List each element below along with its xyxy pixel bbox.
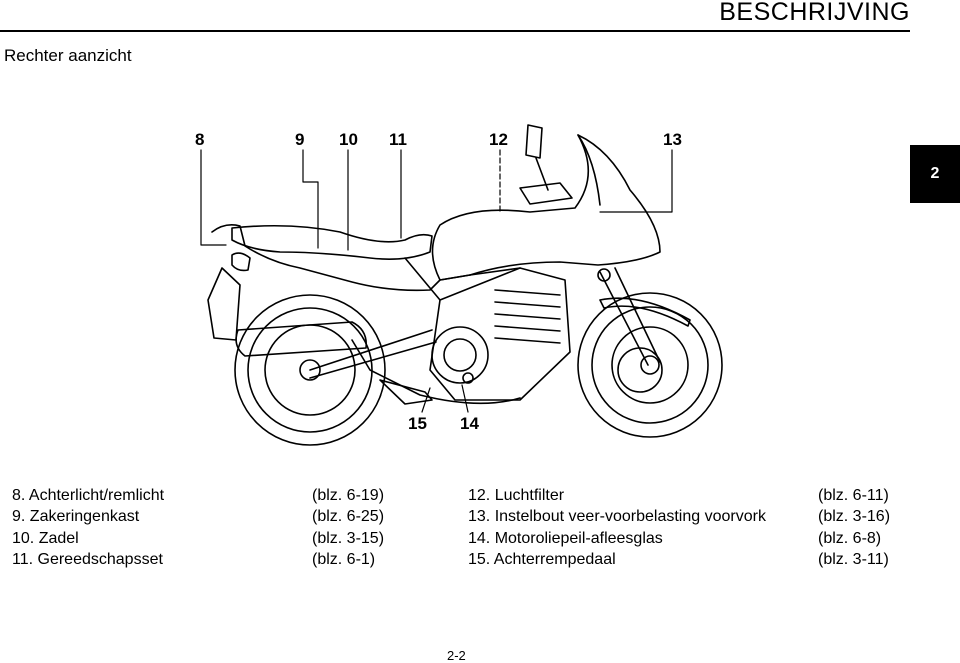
page-number: 2-2 [447, 648, 466, 663]
legend-item-14: 14. Motoroliepeil-afleesglas (blz. 6-8) [468, 528, 908, 549]
legend-item-page-ref: (blz. 6-8) [818, 529, 882, 547]
chapter-tab: 2 [910, 145, 960, 203]
legend-item-page-ref: (blz. 3-15) [312, 529, 385, 547]
legend-item-label: 14. Motoroliepeil-afleesglas [468, 529, 663, 547]
legend-item-label: 11. Gereedschapsset [12, 550, 163, 568]
exhaust-pipe [351, 339, 521, 405]
legend-item-8: 8. Achterlicht/remlicht (blz. 6-19) [12, 485, 402, 506]
callout-15: 15 [408, 414, 427, 433]
legend-item-13: 13. Instelbout veer-voorbelasting voorvo… [468, 506, 908, 527]
legend-item-11: 11. Gereedschapsset (blz. 6-1) [12, 549, 402, 570]
callout-11: 11 [389, 130, 407, 149]
legend-item-9: 9. Zakeringenkast (blz. 6-25) [12, 506, 402, 527]
frame [309, 257, 521, 379]
rear-wheel [234, 294, 386, 446]
rear-mudguard [207, 267, 241, 341]
tail-light [231, 252, 251, 272]
legend-item-12: 12. Luchtfilter (blz. 6-11) [468, 485, 908, 506]
seat [231, 224, 433, 260]
callout-10: 10 [339, 130, 358, 149]
leader-lines [200, 149, 673, 413]
front-fender [599, 297, 691, 327]
callout-13: 13 [663, 130, 682, 149]
legend-item-label: 9. Zakeringenkast [12, 508, 140, 526]
callout-9: 9 [295, 130, 305, 149]
legend-item-page-ref: (blz. 3-16) [818, 508, 891, 526]
rear-brake-pedal [379, 379, 433, 405]
windscreen [577, 134, 601, 206]
callout-14: 14 [460, 414, 479, 433]
exhaust-muffler [235, 321, 368, 357]
legend-item-page-ref: (blz. 6-19) [312, 487, 385, 504]
chapter-header-title: BESCHRIJVING [719, 0, 910, 26]
legend-item-page-ref: (blz. 3-11) [818, 550, 889, 568]
legend-item-page-ref: (blz. 6-25) [312, 508, 385, 526]
fairing [431, 134, 661, 281]
chapter-tab-number: 2 [930, 165, 940, 182]
mirror [525, 124, 549, 191]
legend-item-10: 10. Zadel (blz. 3-15) [12, 528, 402, 549]
legend-item-label: 15. Achterrempedaal [468, 550, 616, 568]
legend-left-column: 8. Achterlicht/remlicht (blz. 6-19) 9. Z… [12, 485, 402, 570]
legend-right-column: 12. Luchtfilter (blz. 6-11) 13. Instelbo… [468, 485, 908, 570]
legend-item-label: 8. Achterlicht/remlicht [12, 487, 165, 504]
callout-8: 8 [195, 130, 205, 149]
front-wheel [577, 292, 723, 438]
tail-section [211, 224, 471, 292]
legend-item-label: 13. Instelbout veer-voorbelasting voorvo… [468, 508, 766, 526]
handlebar [519, 182, 573, 205]
oil-sight-glass [462, 372, 474, 384]
legend-item-label: 10. Zadel [12, 529, 79, 547]
section-title: Rechter aanzicht [4, 46, 132, 65]
header-rule [0, 30, 910, 32]
engine [429, 267, 571, 401]
front-fork [597, 267, 661, 366]
legend-item-page-ref: (blz. 6-1) [312, 550, 376, 568]
callout-12: 12 [489, 130, 508, 149]
legend-item-page-ref: (blz. 6-11) [818, 487, 889, 504]
legend-item-label: 12. Luchtfilter [468, 487, 565, 504]
legend-item-15: 15. Achterrempedaal (blz. 3-11) [468, 549, 908, 570]
